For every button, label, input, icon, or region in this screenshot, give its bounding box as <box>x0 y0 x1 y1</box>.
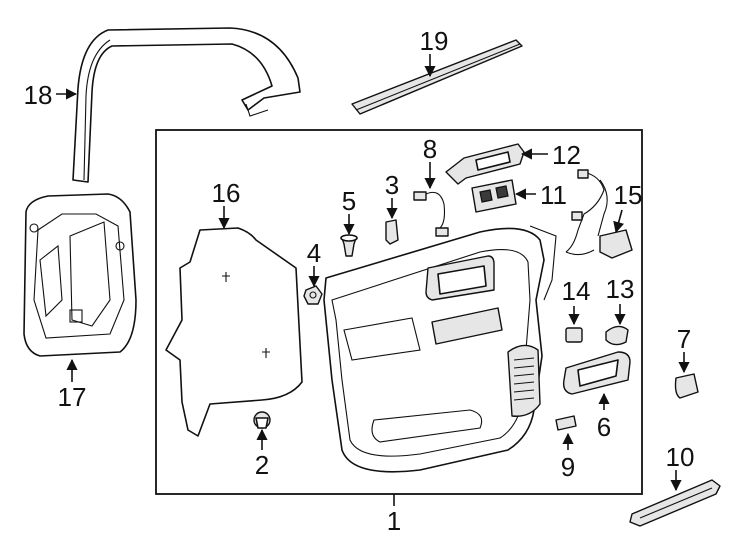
callout-19: 19 <box>420 26 449 56</box>
part-13-cap <box>605 325 629 346</box>
callout-1: 1 <box>387 506 401 536</box>
callout-2: 2 <box>255 450 269 480</box>
part-10-applique <box>629 479 721 527</box>
part-1-backing-edge <box>529 225 557 301</box>
callout-17: 17 <box>58 382 87 412</box>
callout-10: 10 <box>666 442 695 472</box>
part-9-pad <box>555 415 577 431</box>
callout-12: 12 <box>552 140 581 170</box>
callout-9: 9 <box>561 452 575 482</box>
leader-lines <box>56 54 690 506</box>
part-4-nut <box>303 285 323 305</box>
callout-11: 11 <box>540 180 567 210</box>
part-12-switch-bezel <box>445 143 525 185</box>
part-5-retainer <box>340 234 358 257</box>
part-17-module-panel <box>23 193 137 357</box>
callout-3: 3 <box>385 170 399 200</box>
callout-14: 14 <box>562 276 591 306</box>
part-3-clip <box>385 219 399 245</box>
part-1-door-trim-panel <box>323 227 545 473</box>
callout-18: 18 <box>24 80 53 110</box>
part-6-inside-handle <box>562 351 631 395</box>
callout-15: 15 <box>614 180 643 210</box>
part-11-window-switch <box>471 179 517 213</box>
part-15-harness <box>565 169 633 259</box>
callout-7: 7 <box>677 324 691 354</box>
part-19-weatherstrip <box>351 39 523 115</box>
part-18-frame-molding <box>72 27 301 183</box>
callout-16: 16 <box>212 178 241 208</box>
callout-6: 6 <box>597 412 611 442</box>
assembly-frame <box>155 129 643 495</box>
callout-13: 13 <box>606 274 635 304</box>
part-8-harness <box>413 191 449 237</box>
callout-5: 5 <box>342 186 356 216</box>
part-16-water-deflector <box>165 227 303 437</box>
part-7-cap <box>674 373 699 399</box>
part-14-switch <box>565 327 583 343</box>
callout-labels: 1 2 3 4 5 6 7 8 9 10 11 12 13 14 15 16 1… <box>24 26 695 536</box>
part-2-fastener <box>253 411 271 429</box>
callout-4: 4 <box>307 238 321 268</box>
callout-8: 8 <box>423 134 437 164</box>
